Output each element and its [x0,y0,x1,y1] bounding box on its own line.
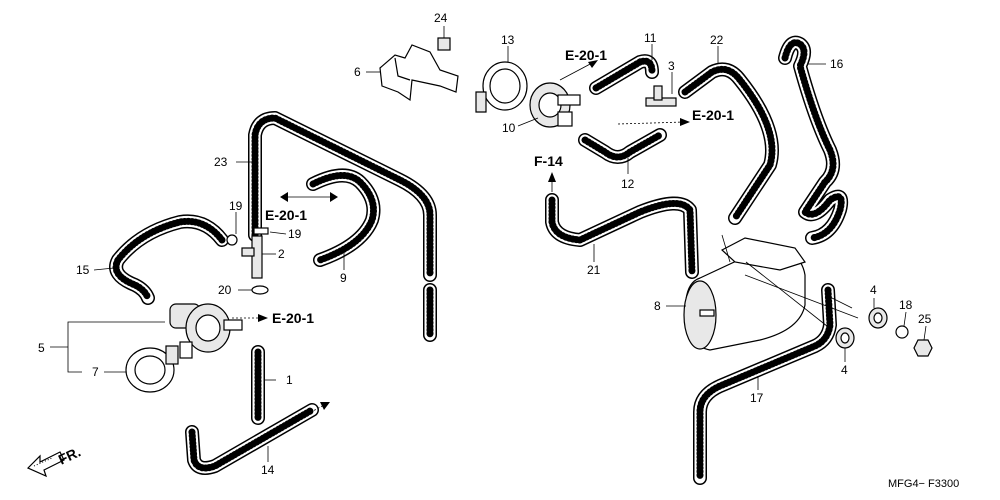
callout-1: 1 [286,373,293,387]
clip-19b [253,227,269,235]
callout-20: 20 [218,283,232,297]
bracket-6 [379,44,459,102]
callout-23: 23 [214,155,228,169]
diagram-code: MFG4− F3300 [888,478,959,490]
callout-6-top: 6 [354,65,361,79]
bolt-25 [913,339,933,357]
ref-e201-top: E-20-1 [565,47,607,63]
clip-19a [226,234,238,246]
grommet-4b [835,327,855,349]
tee-3 [645,85,677,107]
callout-14: 14 [261,463,275,477]
hose-11 [589,54,659,95]
callout-5: 5 [38,341,45,355]
hose-23 [248,111,437,342]
callout-10: 10 [502,121,516,135]
front-direction-label: FR. [56,444,83,468]
canister-8 [683,237,806,351]
ref-e201-left: E-20-1 [265,207,307,223]
callout-16: 16 [830,57,844,71]
clip-20 [251,285,269,295]
bolt-24 [437,34,451,51]
callout-3: 3 [668,59,675,73]
callout-17: 17 [750,391,764,405]
hose-16 [778,35,849,245]
callout-4a: 4 [870,283,877,297]
ref-e201-bottom: E-20-1 [272,310,314,326]
front-direction-arrow-icon [26,451,65,478]
hose-17 [693,283,837,485]
valve-assembly-5 [169,303,243,359]
callout-15: 15 [76,263,90,277]
collar-18 [895,325,909,339]
callout-7: 7 [92,365,99,379]
clamp-7 [125,345,179,393]
callout-13: 13 [501,33,515,47]
ref-f14: F-14 [534,153,563,169]
callout-18: 18 [899,298,913,312]
grommet-4a [868,307,888,329]
callout-19a: 19 [229,199,243,213]
ref-e201-right: E-20-1 [692,107,734,123]
hose-15 [109,214,229,305]
callout-21: 21 [587,263,601,277]
hose-12 [578,128,667,164]
callout-2: 2 [278,247,285,261]
callout-24: 24 [434,11,448,25]
callout-8: 8 [654,299,661,313]
hose-21 [545,193,699,279]
callout-12: 12 [621,177,635,191]
valve-10 [529,82,581,128]
callout-22: 22 [710,33,724,47]
callout-4b: 4 [841,363,848,377]
callout-19b: 19 [288,227,302,241]
callout-11: 11 [644,31,657,45]
tee-2 [241,235,263,279]
clamp-13 [475,61,528,113]
callout-25: 25 [918,312,932,326]
arrows [232,60,731,419]
hose-14 [185,403,319,475]
leader-lines [50,26,927,462]
hose-22 [678,62,779,225]
hose-9 [306,168,381,267]
callout-9: 9 [340,271,347,285]
